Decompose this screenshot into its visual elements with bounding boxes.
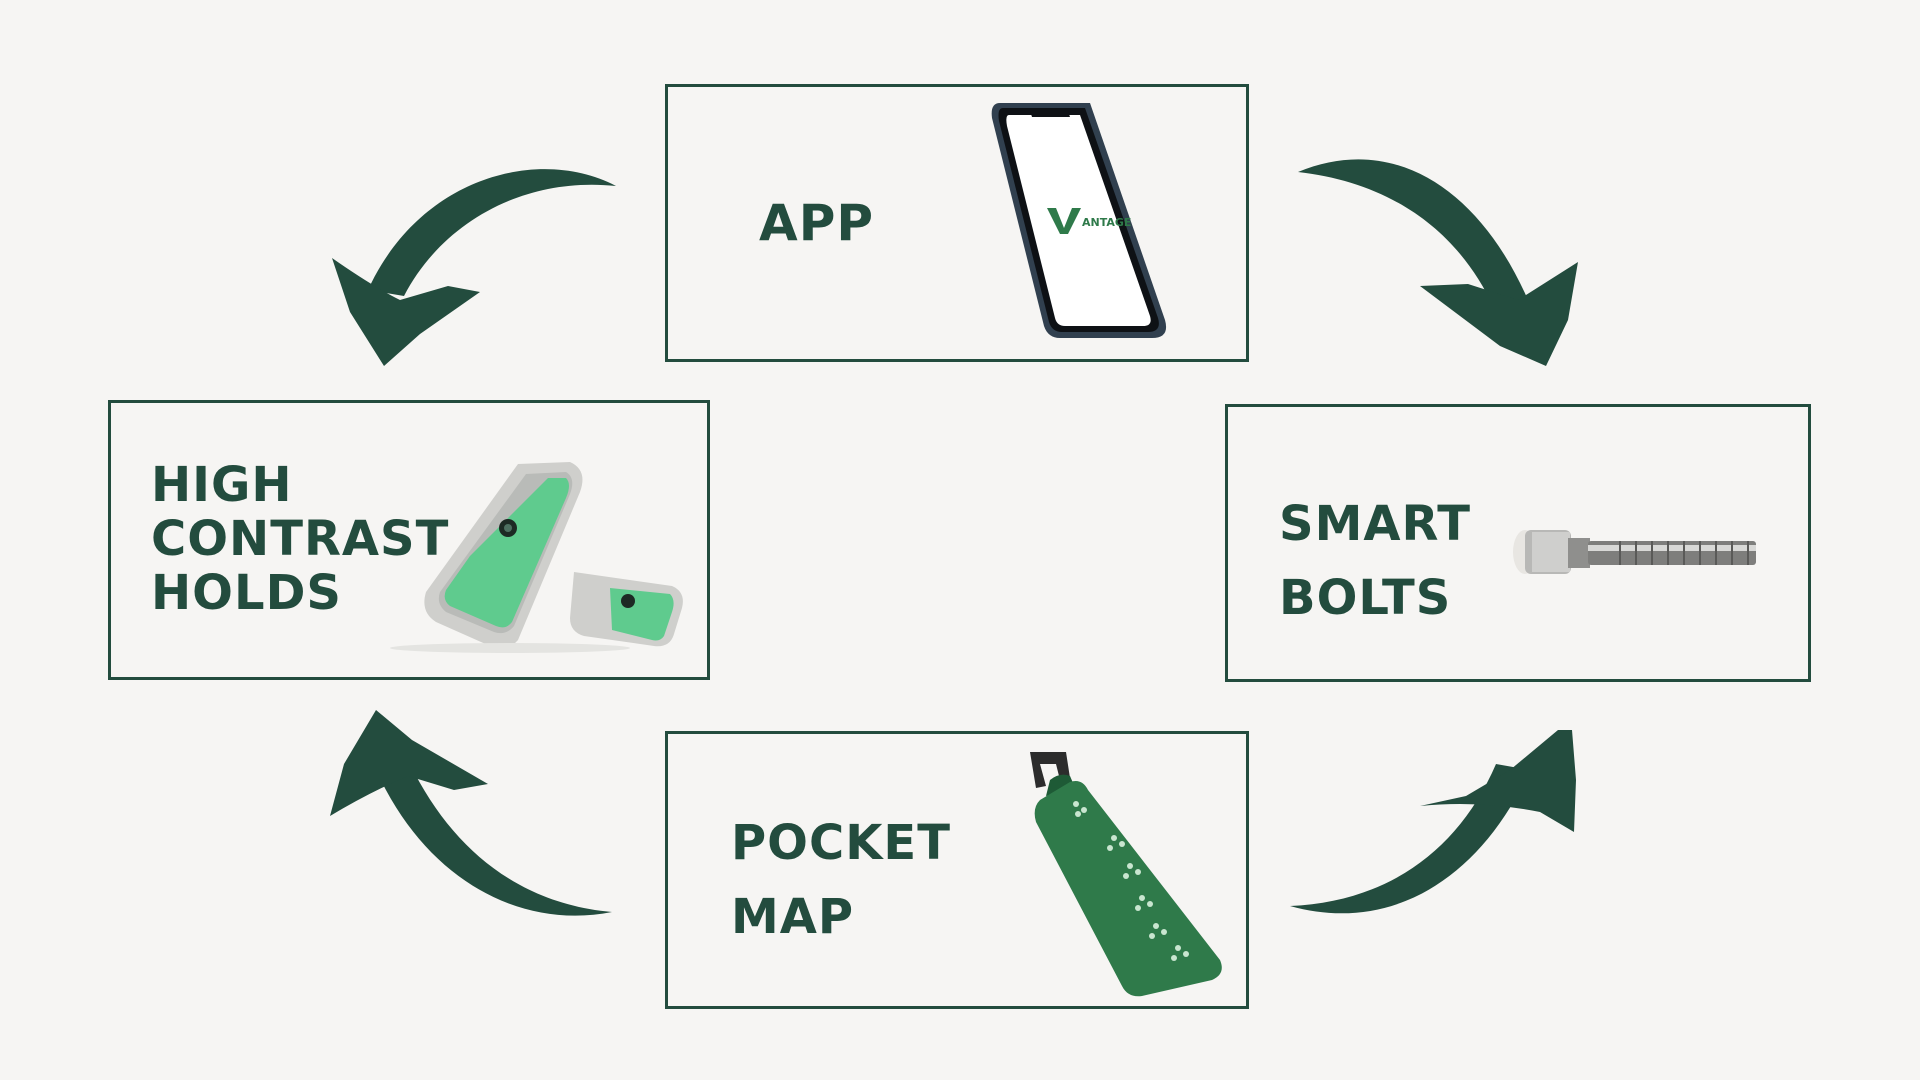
holds-box: HIGH CONTRAST HOLDS — [108, 400, 710, 680]
app-box: APP — [665, 84, 1249, 362]
app-label: APP — [759, 194, 874, 252]
arrow-map-to-bolts — [1290, 730, 1576, 914]
map-box: POCKET MAP — [665, 731, 1249, 1009]
arrow-map-to-holds — [330, 710, 612, 916]
arrow-app-to-bolts — [1298, 159, 1578, 366]
holds-label: HIGH CONTRAST HOLDS — [151, 457, 450, 621]
bolts-box: SMART BOLTS — [1225, 404, 1811, 682]
arrow-app-to-holds — [332, 169, 616, 366]
bolts-label: SMART BOLTS — [1279, 496, 1472, 627]
map-label: POCKET MAP — [731, 815, 951, 946]
